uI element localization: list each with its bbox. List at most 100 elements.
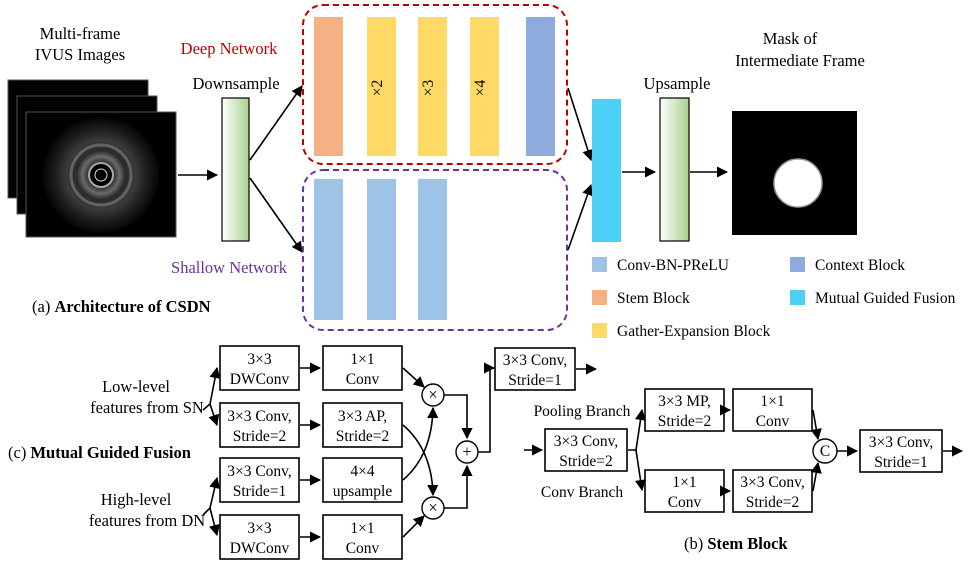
downsample-block: [221, 97, 250, 242]
svg-text:DWConv: DWConv: [230, 540, 290, 557]
input-label-line1: Multi-frame: [40, 24, 121, 43]
svg-text:1×1: 1×1: [350, 520, 374, 537]
arrow-conv1x1bottom-to-mul-bottom: [402, 515, 425, 538]
multiply-node-top: ×: [421, 383, 445, 407]
legend-label-context-block: Context Block: [815, 257, 905, 274]
legend-label-conv-bn-prelu: Conv-BN-PReLU: [617, 257, 729, 274]
legend-swatch-gather-expansion: [592, 323, 607, 338]
caption-c: (c) Mutual Guided Fusion: [8, 443, 191, 462]
mutual-guided-fusion-block: [592, 99, 621, 242]
arrow-to-conv-branch: [634, 449, 647, 492]
gather-expansion-block-x4: [470, 17, 499, 156]
svg-text:Conv: Conv: [668, 494, 702, 511]
svg-text:3×3 Conv,: 3×3 Conv,: [740, 474, 805, 491]
shallow-network-label: Shallow Network: [171, 258, 288, 277]
svg-text:Stride=2: Stride=2: [233, 428, 287, 445]
stem-box-branch-conv1: 1×1 Conv: [644, 469, 725, 513]
arrow-shallow-to-fusion: [567, 183, 593, 251]
svg-text:3×3 Conv,: 3×3 Conv,: [227, 463, 292, 480]
output-label-line1: Mask of: [763, 29, 818, 48]
svg-text:Stride=1: Stride=1: [874, 454, 928, 471]
arrow-deep-to-fusion: [567, 87, 594, 162]
legend-swatch-stem-block: [592, 290, 607, 305]
arrow-conv-to-concat: [810, 461, 822, 492]
arrow-upsample-to-mul-top: [402, 406, 439, 481]
high-level-label-line1: High-level: [101, 490, 172, 509]
deep-network-label: Deep Network: [181, 39, 278, 58]
stem-block: [314, 17, 343, 156]
svg-text:1×1: 1×1: [672, 474, 696, 491]
legend-label-mutual-guided-fusion: Mutual Guided Fusion: [815, 290, 956, 307]
fusion-box-upsample4: 4×4 upsample: [322, 457, 403, 503]
stem-box-output-conv: 3×3 Conv, Stride=1: [859, 429, 943, 473]
pooling-branch-label: Pooling Branch: [534, 403, 631, 420]
stem-box-pool-conv: 1×1 Conv: [732, 388, 813, 432]
upsample-block: [659, 97, 690, 242]
fusion-box-conv1x1-top: 1×1 Conv: [322, 345, 403, 391]
arrow-high-to-dwconv: [209, 507, 220, 537]
svg-text:4×4: 4×4: [350, 463, 374, 480]
svg-text:3×3 Conv,: 3×3 Conv,: [869, 434, 934, 451]
arrow-low-to-dwconv: [202, 366, 221, 411]
legend-label-gather-expansion: Gather-Expansion Block: [617, 323, 771, 340]
svg-text:×: ×: [428, 498, 437, 517]
svg-text:Stride=2: Stride=2: [559, 453, 613, 470]
ge-x4-label: ×4: [472, 80, 489, 97]
mask-lumen-region: [773, 158, 823, 208]
svg-text:3×3 MP,: 3×3 MP,: [658, 393, 711, 410]
svg-text:Conv: Conv: [756, 413, 790, 430]
fusion-box-conv-stride2: 3×3 Conv, Stride=2: [219, 402, 300, 448]
svg-text:3×3 Conv,: 3×3 Conv,: [554, 433, 619, 450]
multiply-node-bottom: ×: [421, 496, 445, 520]
conv-bn-prelu-block-1: [314, 179, 343, 320]
svg-text:3×3 Conv,: 3×3 Conv,: [227, 408, 292, 425]
legend-swatch-context-block: [790, 257, 805, 272]
input-label-line2: IVUS Images: [35, 45, 125, 64]
svg-text:3×3: 3×3: [247, 351, 271, 368]
gather-expansion-block-x2: [367, 17, 396, 156]
svg-text:Conv: Conv: [346, 540, 380, 557]
add-node: +: [455, 440, 479, 464]
ge-x3-label: ×3: [420, 80, 437, 97]
legend-swatch-conv-bn-prelu: [592, 257, 607, 272]
conv-branch-label: Conv Branch: [541, 484, 623, 501]
low-level-label-line1: Low-level: [102, 377, 170, 396]
arrow-ap-to-mul-bottom: [402, 424, 439, 497]
svg-text:Stride=1: Stride=1: [233, 483, 287, 500]
gather-expansion-block-x3: [418, 17, 447, 156]
svg-text:3×3 Conv,: 3×3 Conv,: [503, 352, 568, 369]
svg-text:1×1: 1×1: [760, 393, 784, 410]
low-level-label-line2: features from SN: [90, 398, 204, 417]
shallow-network-frame: [302, 169, 568, 331]
context-block: [526, 17, 555, 156]
arrow-low-to-conv-s2: [208, 403, 220, 427]
legend-label-stem-block: Stem Block: [617, 290, 690, 307]
downsample-label: Downsample: [192, 74, 279, 93]
caption-b: (b) Stem Block: [684, 534, 788, 553]
svg-text:+: +: [462, 442, 471, 461]
ge-x2-label: ×2: [369, 80, 386, 97]
arrow-conv1x1top-to-mul-top: [402, 367, 425, 388]
arrow-mul-top-to-add: [444, 394, 473, 440]
svg-text:×: ×: [428, 385, 437, 404]
fusion-box-conv-stride1: 3×3 Conv, Stride=1: [219, 457, 300, 503]
legend: Conv-BN-PReLU Stem Block Gather-Expansio…: [592, 257, 956, 340]
svg-text:Stride=2: Stride=2: [658, 413, 712, 430]
arrow-to-deep: [249, 85, 303, 161]
arrow-add-to-final: [478, 362, 496, 453]
svg-text:upsample: upsample: [333, 483, 393, 500]
arrow-to-shallow: [249, 177, 303, 253]
svg-text:Conv: Conv: [346, 371, 380, 388]
deep-network-frame: [302, 4, 568, 165]
svg-text:Stride=1: Stride=1: [508, 372, 562, 389]
fusion-box-conv1x1-bottom: 1×1 Conv: [322, 514, 403, 560]
svg-text:3×3 AP,: 3×3 AP,: [338, 408, 387, 425]
concat-node: C: [812, 438, 838, 464]
svg-text:Stride=2: Stride=2: [746, 494, 800, 511]
caption-a: (a) Architecture of CSDN: [32, 297, 211, 316]
ivus-frame-stack: [7, 79, 177, 238]
arrow-pool-to-concat: [810, 409, 822, 441]
stem-box-input-conv: 3×3 Conv, Stride=2: [544, 428, 628, 472]
stem-box-mp: 3×3 MP, Stride=2: [644, 388, 725, 432]
